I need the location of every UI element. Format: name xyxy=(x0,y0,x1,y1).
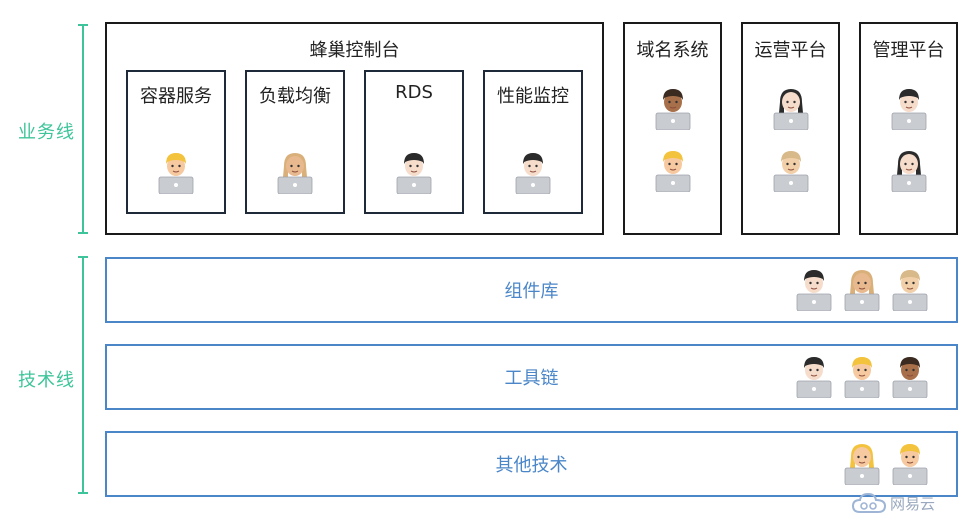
module-load-balancer: 负载均衡 xyxy=(245,70,345,214)
system-label: 运营平台 xyxy=(754,40,827,61)
developer-blonde-man-icon xyxy=(654,148,692,192)
developer-man-light-icon xyxy=(395,150,433,194)
developer-man-light-icon xyxy=(795,354,833,398)
tech-row-component-library: 组件库 xyxy=(105,257,958,323)
tech-row-toolchain: 工具链 xyxy=(105,344,958,410)
system-domain: 域名系统 xyxy=(623,22,722,235)
developer-blonde-man-icon xyxy=(891,441,929,485)
developer-blonde-woman-icon xyxy=(843,267,881,311)
system-label: 域名系统 xyxy=(636,40,709,61)
system-operations: 运营平台 xyxy=(741,22,840,235)
developer-man-light-blonde-icon xyxy=(772,148,810,192)
tech-row-label: 工具链 xyxy=(504,368,559,389)
module-label: RDS xyxy=(395,82,433,103)
system-label: 管理平台 xyxy=(872,40,945,61)
business-bracket xyxy=(78,24,94,234)
developer-man-light-blonde-icon xyxy=(891,267,929,311)
tech-row-label: 其他技术 xyxy=(495,455,568,476)
developer-man-brown-icon xyxy=(654,86,692,130)
tech-bracket xyxy=(78,256,94,494)
system-admin: 管理平台 xyxy=(859,22,958,235)
developer-woman-dark-hair-icon xyxy=(890,148,928,192)
module-label: 容器服务 xyxy=(140,86,212,107)
module-label: 负载均衡 xyxy=(259,86,331,107)
module-label: 性能监控 xyxy=(497,86,569,107)
developer-blonde-man-icon xyxy=(843,354,881,398)
developer-man-light-icon xyxy=(795,267,833,311)
developer-blonde-man-icon xyxy=(157,150,195,194)
module-rds: RDS xyxy=(364,70,464,214)
developer-man-brown-icon xyxy=(891,354,929,398)
module-container-service: 容器服务 xyxy=(126,70,226,214)
developer-man-light-icon xyxy=(514,150,552,194)
netease-cloud-logo: 网易云 xyxy=(852,492,935,514)
tech-row-label: 组件库 xyxy=(504,281,559,302)
developer-blonde-woman-yellow-icon xyxy=(843,441,881,485)
console-title: 蜂巢控制台 xyxy=(309,40,400,61)
cloud-icon xyxy=(852,492,886,513)
developer-blonde-woman-icon xyxy=(276,150,314,194)
developer-man-light-icon xyxy=(890,86,928,130)
tech-row-other: 其他技术 xyxy=(105,431,958,497)
module-performance-monitor: 性能监控 xyxy=(483,70,583,214)
business-line-label: 业务线 xyxy=(18,122,75,143)
tech-line-label: 技术线 xyxy=(18,370,75,391)
logo-text: 网易云 xyxy=(890,494,936,513)
developer-woman-dark-hair-icon xyxy=(772,86,810,130)
